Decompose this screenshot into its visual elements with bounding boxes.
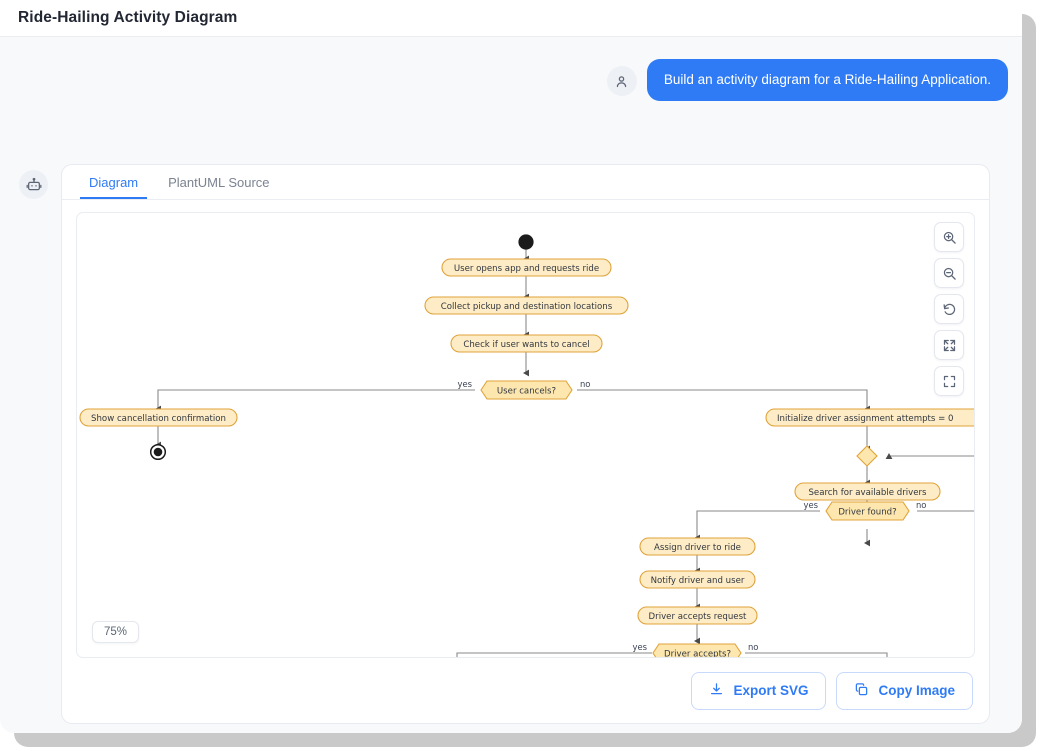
decision-node: User cancels? yes no <box>458 379 590 400</box>
decision-node: Driver found? yes no <box>804 500 926 521</box>
zoom-level-badge: 75% <box>92 621 140 643</box>
edge-label-yes: yes <box>458 379 472 389</box>
decision-node: Driver accepts? yes no <box>633 642 758 657</box>
activity-node: Assign driver to ride <box>639 537 756 556</box>
activity-diagram: User opens app and requests ride Collect… <box>79 234 974 657</box>
node-label: Check if user wants to cancel <box>463 340 589 350</box>
zoom-in-icon[interactable] <box>934 222 964 252</box>
page-title: Ride-Hailing Activity Diagram <box>18 9 238 26</box>
activity-node: Show cancellation confirmation <box>79 408 238 427</box>
result-card: Diagram PlantUML Source <box>61 164 990 724</box>
node-label: Notify driver and user <box>651 576 745 586</box>
node-label: Driver found? <box>838 507 896 517</box>
export-svg-label: Export SVG <box>733 683 809 698</box>
activity-node: Initialize driver assignment attempts = … <box>765 408 974 427</box>
copy-image-label: Copy Image <box>878 683 955 698</box>
user-message-bubble: Build an activity diagram for a Ride-Hai… <box>646 59 1008 101</box>
download-icon <box>709 682 724 700</box>
merge-node <box>856 445 878 467</box>
tab-diagram[interactable]: Diagram <box>80 175 148 199</box>
node-label: User opens app and requests ride <box>454 264 599 274</box>
content-area: Build an activity diagram for a Ride-Hai… <box>0 37 1022 733</box>
node-label: Initialize driver assignment attempts = … <box>777 414 954 424</box>
node-label: Collect pickup and destination locations <box>441 302 613 312</box>
node-label: Driver accepts? <box>664 649 731 657</box>
copy-icon <box>854 682 869 700</box>
edge-label-yes: yes <box>804 500 818 510</box>
copy-image-button[interactable]: Copy Image <box>836 671 973 710</box>
user-icon <box>606 66 637 96</box>
edge-label-no: no <box>916 500 926 510</box>
tab-plantuml-source[interactable]: PlantUML Source <box>159 175 278 199</box>
card-actions: Export SVG Copy Image <box>62 658 989 723</box>
activity-node: Driver accepts request <box>637 606 758 625</box>
fullscreen-icon[interactable] <box>934 366 964 396</box>
start-node <box>518 234 534 250</box>
edge-label-no: no <box>748 642 758 652</box>
tab-bar: Diagram PlantUML Source <box>62 165 989 200</box>
node-label: Show cancellation confirmation <box>91 414 226 424</box>
node-label: User cancels? <box>497 386 556 396</box>
title-bar: Ride-Hailing Activity Diagram <box>0 0 1022 37</box>
zoom-out-icon[interactable] <box>934 258 964 288</box>
chat-message-row: Build an activity diagram for a Ride-Hai… <box>606 59 1008 101</box>
activity-node: Notify driver and user <box>639 570 756 589</box>
export-svg-button[interactable]: Export SVG <box>691 671 827 710</box>
fit-screen-icon[interactable] <box>934 330 964 360</box>
robot-icon <box>19 170 48 199</box>
activity-node: Check if user wants to cancel <box>450 334 603 353</box>
end-node <box>149 443 167 461</box>
node-label: Search for available drivers <box>808 488 927 498</box>
edge-label-yes: yes <box>633 642 647 652</box>
node-label: Driver accepts request <box>649 612 748 622</box>
diagram-canvas[interactable]: 75% <box>76 212 975 658</box>
activity-node: Collect pickup and destination locations <box>424 296 629 315</box>
node-label: Assign driver to ride <box>654 543 741 553</box>
edge-label-no: no <box>580 379 590 389</box>
reset-icon[interactable] <box>934 294 964 324</box>
activity-node: User opens app and requests ride <box>441 258 612 277</box>
app-window: Ride-Hailing Activity Diagram Build an a… <box>0 0 1022 733</box>
activity-node: Search for available drivers <box>794 482 941 501</box>
canvas-toolbar <box>934 222 964 396</box>
